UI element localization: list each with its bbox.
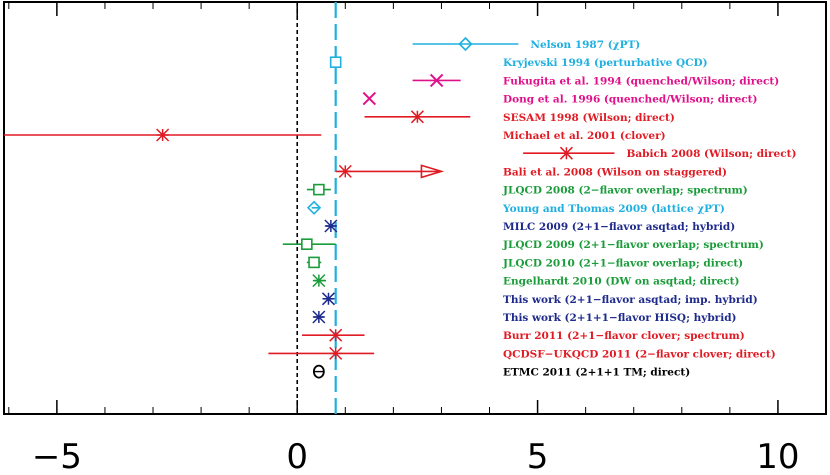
entry-7 xyxy=(335,164,445,179)
entry-label: Kryjevski 1994 (perturbative QCD) xyxy=(503,57,708,69)
entry-label: Burr 2011 (2+1−flavor clover; spectrum) xyxy=(503,330,745,342)
entry-label: MILC 2009 (2+1−flavor asqtad; hybrid) xyxy=(503,221,735,233)
data-point-asterisk xyxy=(410,110,424,124)
entry-label: Michael et al. 2001 (clover) xyxy=(503,130,666,142)
x-tick-label: 5 xyxy=(527,437,549,475)
data-point-asterisk xyxy=(329,346,343,360)
entry-3 xyxy=(362,91,377,106)
data-point-cross xyxy=(362,91,377,106)
entry-17 xyxy=(268,346,375,360)
entry-9 xyxy=(306,200,322,215)
entry-label: Fukugita et al. 1994 (quenched/Wilson; d… xyxy=(503,75,779,87)
data-point-asterisk xyxy=(329,328,343,342)
entry-2 xyxy=(412,73,461,88)
entry-15 xyxy=(312,310,326,324)
reference-lines xyxy=(296,2,337,414)
data-point-asterisk xyxy=(324,219,338,233)
lower-limit-arrow xyxy=(420,164,445,179)
data-point-asterisk xyxy=(312,274,326,288)
x-tick-label: 10 xyxy=(756,437,799,475)
entry-label: Young and Thomas 2009 (lattice χPT) xyxy=(502,203,725,215)
data-point-square xyxy=(308,256,320,269)
entry-label: JLQCD 2008 (2−flavor overlap; spectrum) xyxy=(502,185,748,197)
entry-8 xyxy=(306,183,331,196)
entry-label: JLQCD 2009 (2+1−flavor overlap; spectrum… xyxy=(502,239,764,251)
axis-ticks xyxy=(8,2,827,414)
entry-6 xyxy=(523,146,615,160)
entry-14 xyxy=(321,292,336,306)
entries xyxy=(4,36,615,379)
entry-13 xyxy=(312,274,327,288)
entry-1 xyxy=(329,56,342,69)
entry-label: JLQCD 2010 (2+1−flavor overlap; direct) xyxy=(502,257,743,269)
entry-16 xyxy=(302,328,365,342)
data-point-square xyxy=(329,56,342,69)
entry-11 xyxy=(282,238,336,250)
entry-4 xyxy=(364,110,471,124)
data-point-asterisk xyxy=(559,146,573,160)
entry-18 xyxy=(312,364,325,379)
data-point-diamond xyxy=(306,200,322,215)
entry-label: QCDSF−UKQCD 2011 (2−flavor clover; direc… xyxy=(503,348,776,360)
entry-label: This work (2+1−flavor asqtad; imp. hybri… xyxy=(503,294,758,306)
x-tick-label: 0 xyxy=(286,437,308,475)
entry-label: This work (2+1+1−flavor HISQ; hybrid) xyxy=(503,312,737,324)
entry-5 xyxy=(4,128,322,142)
entry-label: Engelhardt 2010 (DW on asqtad; direct) xyxy=(503,276,740,288)
axis-tick-labels: −5 0 5 10 xyxy=(32,437,800,475)
data-point-square xyxy=(313,183,325,196)
entry-label: Bali et al. 2008 (Wilson on staggered) xyxy=(503,166,727,178)
data-point-cross xyxy=(429,73,444,88)
entry-label: ETMC 2011 (2+1+1 TM; direct) xyxy=(503,367,690,379)
entry-label: Babich 2008 (Wilson; direct) xyxy=(626,148,796,160)
data-point-asterisk xyxy=(338,164,352,178)
data-point-asterisk xyxy=(321,292,336,306)
entry-label: SESAM 1998 (Wilson; direct) xyxy=(503,112,675,124)
data-point-diamond xyxy=(458,36,473,52)
entry-10 xyxy=(324,219,338,233)
entry-12 xyxy=(306,256,322,269)
data-point-asterisk xyxy=(156,128,170,142)
data-point-asterisk xyxy=(312,310,326,324)
plot-frame xyxy=(3,1,827,415)
entry-label: Nelson 1987 (χPT) xyxy=(530,39,640,51)
data-point-square xyxy=(301,238,313,250)
entry-0 xyxy=(412,36,519,52)
entry-label: Dong et al. 1996 (quenched/Wilson; direc… xyxy=(503,94,757,106)
x-tick-label: −5 xyxy=(32,437,82,475)
entry-labels: Nelson 1987 (χPT) Kryjevski 1994 (perturb… xyxy=(502,39,796,379)
